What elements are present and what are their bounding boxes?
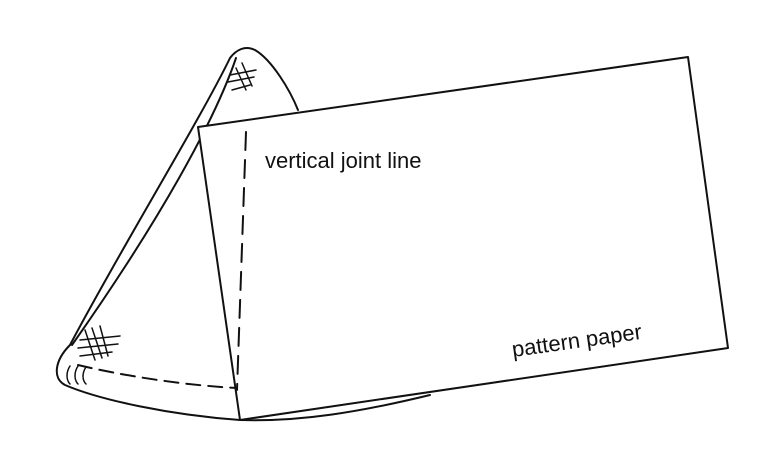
hatch-base bbox=[66, 325, 121, 385]
vertical-joint-line bbox=[236, 131, 247, 391]
joint-line-label: vertical joint line bbox=[265, 148, 422, 173]
cone-seam-dashed bbox=[77, 364, 238, 389]
hatch-apex bbox=[227, 62, 257, 91]
pattern-paper bbox=[197, 56, 729, 421]
cone-back-edge bbox=[71, 57, 237, 346]
cone-outline bbox=[55, 47, 431, 422]
